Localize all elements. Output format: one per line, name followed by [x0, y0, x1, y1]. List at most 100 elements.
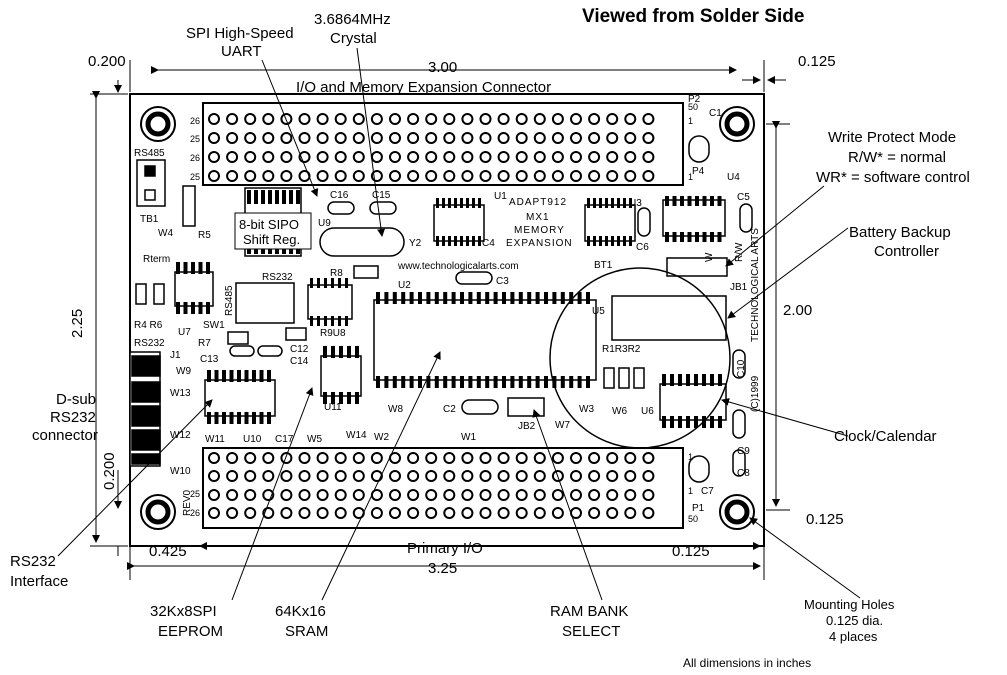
ic-leg [593, 198, 596, 208]
svg-text:8-bit SIPO: 8-bit SIPO [239, 217, 299, 232]
ic-leg [587, 236, 590, 246]
ic-leg [472, 198, 475, 208]
connector-pin [479, 452, 492, 464]
connector-pin [407, 113, 420, 125]
connector-pin [298, 507, 311, 519]
connector-pin [316, 452, 329, 464]
svg-text:W7: W7 [555, 420, 570, 431]
connector-pin [226, 170, 239, 182]
connector-pin [515, 489, 528, 501]
connector-pin [208, 113, 220, 125]
connector-pin [588, 113, 601, 125]
svg-text:64Kx16: 64Kx16 [275, 603, 326, 620]
ic-leg [434, 376, 439, 388]
connector-pin [244, 470, 257, 482]
connector-pin [407, 132, 420, 144]
svg-text:R9U8: R9U8 [320, 328, 346, 339]
svg-text:BT1: BT1 [594, 260, 613, 271]
svg-text:U11: U11 [324, 402, 342, 413]
connector-pin [479, 151, 492, 163]
ic-leg [323, 346, 327, 358]
svg-text:U3: U3 [629, 198, 642, 209]
ic-leg [527, 376, 532, 388]
ic-leg [460, 376, 464, 388]
connector-pin [533, 113, 546, 125]
ic-leg [605, 236, 608, 246]
primary-io-connector [202, 447, 684, 529]
connector-pin [262, 113, 275, 125]
connector-pin [497, 470, 510, 482]
connector-pin [551, 170, 564, 182]
svg-text:RS232: RS232 [262, 272, 293, 283]
svg-text:U4: U4 [727, 172, 740, 183]
connector-pin [606, 470, 619, 482]
ic-leg [401, 376, 406, 388]
connector-pin [588, 507, 601, 519]
connector-pin [642, 452, 655, 464]
connector-pin [588, 489, 601, 501]
ic-leg [599, 198, 602, 208]
svg-text:EEPROM: EEPROM [158, 623, 223, 640]
ic-leg [599, 236, 602, 246]
connector-pin [352, 170, 365, 182]
connector-pin [244, 170, 257, 182]
connector-pin [389, 170, 401, 182]
connector-pin [479, 507, 492, 519]
ic-leg [347, 346, 351, 358]
svg-text:2.25: 2.25 [69, 309, 86, 338]
ic-leg [355, 392, 359, 404]
svg-text:Primary I/O: Primary I/O [407, 540, 483, 557]
ic-leg [710, 196, 714, 206]
connector-pin [389, 470, 401, 482]
ic-leg [670, 374, 674, 386]
pin-label: 50 [688, 102, 698, 112]
ic-leg [502, 292, 506, 304]
ic-leg [485, 376, 490, 388]
connector-pin [551, 151, 564, 163]
ic-leg [207, 370, 211, 382]
ic-leg [702, 374, 706, 386]
connector-pin [570, 151, 582, 163]
ic-leg [443, 292, 448, 304]
connector-pin [461, 470, 474, 482]
ic-leg [317, 278, 320, 288]
connector-pin [352, 470, 365, 482]
pin-label: 25 [190, 134, 200, 144]
connector-pin [316, 170, 329, 182]
pin-label: 1 [688, 172, 693, 182]
connector-pin [208, 452, 220, 464]
expansion-connector-pins [208, 113, 655, 182]
connector-pin [334, 170, 347, 182]
silk-rw: R/W [734, 242, 745, 262]
ic-leg [702, 232, 707, 242]
ic-leg [451, 292, 456, 304]
ic-leg [338, 316, 341, 326]
connector-pin [389, 507, 401, 519]
svg-text:R1R3R2: R1R3R2 [602, 344, 641, 355]
connector-pin [425, 470, 438, 482]
silk-rs485: RS485 [224, 285, 235, 316]
footnote: All dimensions in inches [683, 656, 811, 670]
svg-text:0.125: 0.125 [806, 511, 844, 528]
connector-pin [334, 489, 347, 501]
connector-pin [244, 452, 257, 464]
connector-pin [407, 470, 420, 482]
connector-pin [461, 507, 474, 519]
ic-leg [466, 236, 469, 246]
svg-text:2.00: 2.00 [783, 302, 812, 319]
ic-leg [331, 346, 335, 358]
svg-text:W11: W11 [205, 434, 225, 445]
svg-text:SRAM: SRAM [285, 623, 328, 640]
connector-pin [262, 452, 275, 464]
ic-leg [672, 196, 677, 206]
svg-text:U7: U7 [178, 327, 191, 338]
svg-text:Rterm: Rterm [143, 254, 170, 265]
silk-w: W [704, 252, 715, 262]
connector-pin [262, 489, 275, 501]
connector-pin [461, 452, 474, 464]
connector-pin [389, 151, 401, 163]
connector-pin [624, 470, 637, 482]
adapt-label: ADAPT912 MX1 MEMORY EXPANSION [506, 197, 572, 249]
primary-io-connector-pins [208, 452, 655, 519]
svg-text:C1: C1 [709, 108, 722, 119]
